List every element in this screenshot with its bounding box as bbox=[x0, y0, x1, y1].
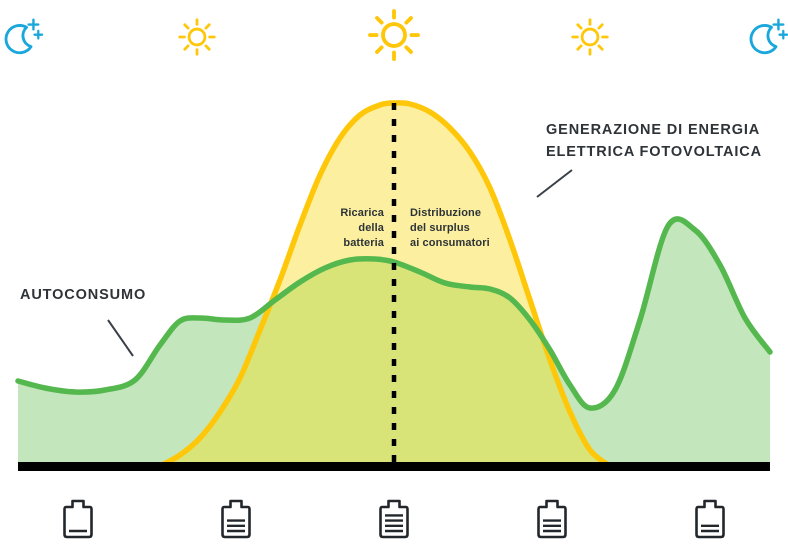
distribuzione-line2: del surplus bbox=[410, 222, 470, 234]
battery-icon-low bbox=[695, 499, 725, 539]
generazione-label-line2: ELETTRICA FOTOVOLTAICA bbox=[546, 144, 762, 160]
sun-icon-afternoon bbox=[571, 18, 609, 56]
ricarica-line3: batteria bbox=[343, 237, 384, 249]
ricarica-batteria-label: Ricarica della batteria bbox=[288, 206, 384, 251]
battery-icon-empty bbox=[63, 499, 93, 539]
moon-stars-icon bbox=[4, 18, 44, 55]
ricarica-line2: della bbox=[358, 222, 384, 234]
ricarica-line1: Ricarica bbox=[340, 207, 384, 219]
generazione-label-line1: GENERAZIONE DI ENERGIA bbox=[546, 122, 761, 138]
battery-status-icon-row bbox=[63, 499, 725, 539]
autoconsumo-label: AUTOCONSUMO bbox=[20, 287, 147, 303]
generazione-line bbox=[157, 100, 613, 469]
autoconsumo-line bbox=[15, 216, 773, 411]
battery-icon-full bbox=[379, 499, 409, 539]
autoconsumo-leader-line bbox=[107, 319, 134, 357]
distribuzione-line3: ai consumatori bbox=[410, 237, 490, 249]
generazione-label: GENERAZIONE DI ENERGIA ELETTRICA FOTOVOL… bbox=[546, 119, 762, 163]
sun-icon-noon bbox=[368, 9, 420, 61]
generazione-leader-line bbox=[536, 169, 573, 198]
moon-stars-icon-evening bbox=[749, 18, 788, 55]
battery-icon-discharging bbox=[537, 499, 567, 539]
sun-icon-morning bbox=[178, 18, 216, 56]
time-of-day-icon-row bbox=[4, 9, 788, 61]
distribuzione-line1: Distribuzione bbox=[410, 207, 482, 219]
battery-icon-charging-low bbox=[221, 499, 251, 539]
distribuzione-surplus-label: Distribuzione del surplus ai consumatori bbox=[410, 206, 540, 251]
baseline-axis bbox=[18, 462, 770, 471]
